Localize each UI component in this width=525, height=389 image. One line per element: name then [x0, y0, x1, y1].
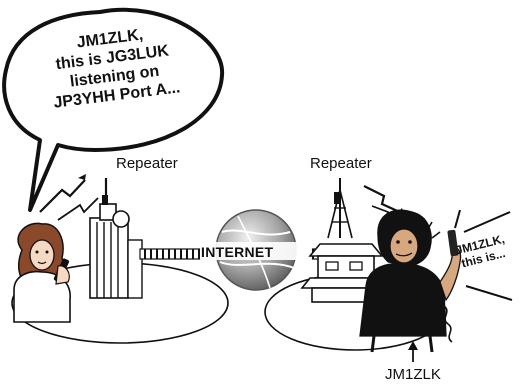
repeater-right-label: Repeater [310, 155, 372, 172]
internet-label: INTERNET [201, 244, 274, 260]
man-operator [359, 209, 462, 353]
radio-wave-icon [363, 185, 405, 216]
reply-emphasis-lines [463, 211, 513, 301]
radio-wave-icon [39, 179, 86, 213]
left-repeater-building [89, 178, 143, 299]
callsign-bottom-label: JM1ZLK [385, 366, 441, 383]
repeater-left-label: Repeater [116, 155, 178, 172]
speech-bubble [2, 7, 225, 212]
radio-wave-icon [57, 197, 99, 221]
callsign-arrow [408, 341, 418, 362]
internet-globe-icon [200, 209, 312, 291]
left-link-cable [139, 248, 203, 260]
woman-operator [13, 222, 71, 323]
